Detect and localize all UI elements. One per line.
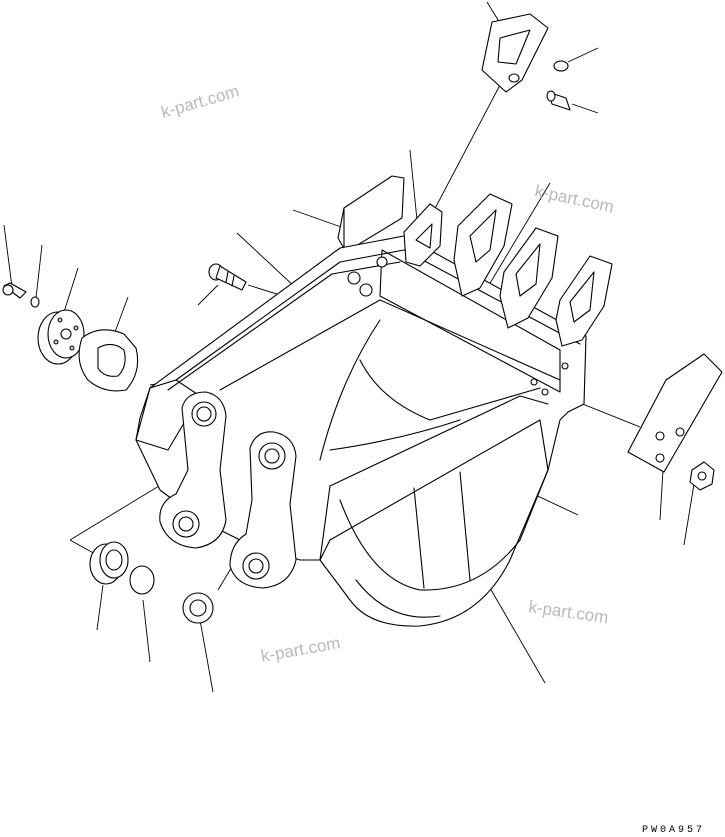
tooth-3 [499, 227, 559, 329]
boss-disc [37, 309, 85, 365]
side-cutter-left [337, 175, 405, 253]
washer-small [30, 296, 40, 308]
watermark-3: k-part.com [527, 597, 609, 627]
shim-disc [129, 565, 155, 595]
ear-bracket-right [229, 431, 297, 589]
tooth-point-top [481, 13, 549, 93]
side-cutter-right [627, 353, 723, 473]
drawing-code: PW0A957 [642, 825, 705, 836]
tooth-4 [555, 255, 613, 347]
ear-bracket-left [159, 391, 227, 549]
shim-plate [78, 329, 139, 392]
tooth-1 [403, 203, 443, 267]
bushing [89, 541, 129, 585]
watermark-2: k-part.com [533, 181, 615, 216]
watermark-4: k-part.com [259, 633, 341, 666]
nut [689, 461, 715, 491]
bolt-small [2, 282, 27, 299]
watermark-1: k-part.com [159, 81, 241, 121]
mounting-bolt [208, 263, 247, 291]
tooth-pin [546, 60, 571, 111]
washer-ring [182, 592, 214, 624]
tooth-2 [453, 193, 513, 297]
